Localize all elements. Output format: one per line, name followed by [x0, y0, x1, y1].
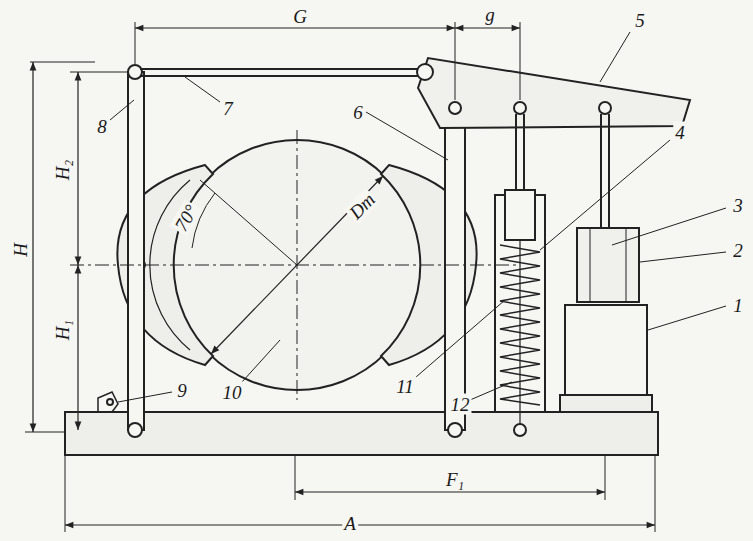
dimension-or-part-label: 12 [449, 394, 472, 415]
dimension-or-part-label: 9 [175, 380, 189, 401]
dimension-or-part-label: 3 [731, 195, 745, 216]
dimension-or-part-label: H [10, 241, 31, 259]
dimension-or-part-label: A [342, 513, 358, 534]
dimension-or-part-label: 11 [394, 376, 416, 397]
dimension-or-part-label: 10 [221, 382, 244, 403]
dimension-or-part-label: 8 [95, 116, 109, 137]
dimension-or-part-label: F₁ [444, 469, 466, 490]
dimension-or-part-label: 6 [351, 102, 365, 123]
dimension-or-part-label: 5 [633, 10, 647, 31]
dimension-or-part-label: 7 [221, 98, 235, 119]
dimension-or-part-label: H₁ [52, 318, 73, 342]
dimension-or-part-label: g [483, 4, 497, 25]
dimension-or-part-label: G [291, 6, 309, 27]
dimension-or-part-label: 2 [731, 240, 745, 261]
dimension-or-part-label: 1 [731, 295, 745, 316]
dimension-or-part-label: 4 [673, 122, 687, 143]
dimension-or-part-label: H₂ [52, 158, 73, 182]
